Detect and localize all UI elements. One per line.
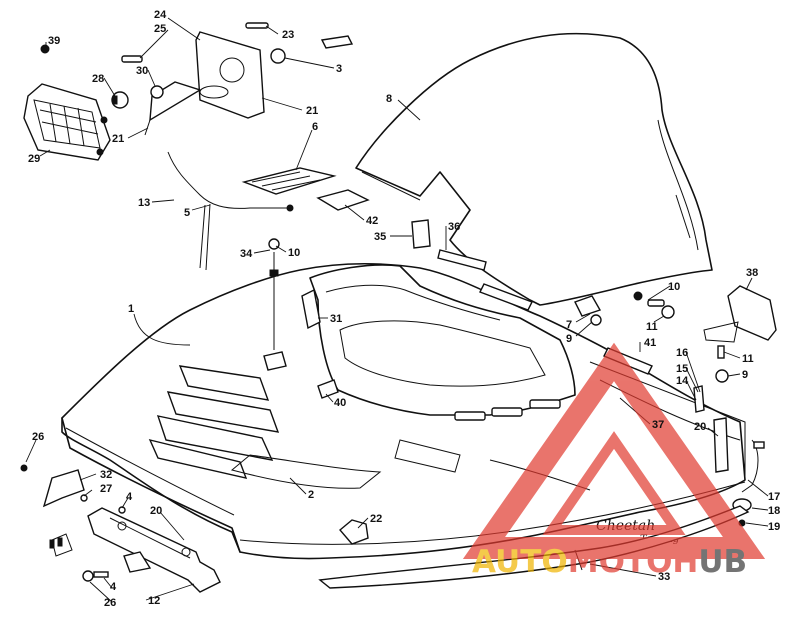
bumper-bracket-32 xyxy=(42,469,85,557)
callout-27: 27 xyxy=(100,483,112,495)
automotohub-watermark: AUTOMOTOHUB xyxy=(462,342,766,580)
callout-14: 14 xyxy=(676,375,689,387)
callout-26-top: 26 xyxy=(32,431,44,443)
plate-42 xyxy=(316,189,370,211)
decal-plate-6 xyxy=(241,167,337,195)
callout-10-top: 10 xyxy=(288,247,300,259)
callout-15: 15 xyxy=(676,363,688,375)
bumper-bar-12 xyxy=(87,507,221,593)
callout-9-right: 9 xyxy=(742,369,748,381)
bolts-top xyxy=(40,22,354,64)
leader-lines xyxy=(25,17,769,603)
callout-23: 23 xyxy=(282,29,294,41)
mirror xyxy=(703,285,777,343)
callout-28: 28 xyxy=(92,73,104,85)
callout-26-bottom: 26 xyxy=(104,597,116,609)
callout-12: 12 xyxy=(148,595,160,607)
callout-7: 7 xyxy=(566,319,572,331)
callout-42: 42 xyxy=(366,215,378,227)
callout-6: 6 xyxy=(312,121,318,133)
plate-35 xyxy=(411,219,431,249)
callout-labels: 24 25 23 39 28 30 3 21 21 29 6 8 13 5 42… xyxy=(28,9,780,609)
callout-36: 36 xyxy=(448,221,460,233)
bolts-left xyxy=(20,464,126,582)
hardware-right xyxy=(574,291,765,527)
callout-33: 33 xyxy=(658,571,670,583)
callout-29: 29 xyxy=(28,153,40,165)
callout-18: 18 xyxy=(768,505,780,517)
callout-16: 16 xyxy=(676,347,688,359)
watermark-inner-icon xyxy=(542,431,686,535)
watermark-triangle-icon xyxy=(462,342,766,559)
callout-41: 41 xyxy=(644,337,656,349)
callout-11-center: 11 xyxy=(646,321,658,333)
callout-3: 3 xyxy=(336,63,342,75)
callout-17: 17 xyxy=(768,491,780,503)
callout-39: 39 xyxy=(48,35,60,47)
hood-hardware-center xyxy=(263,238,339,399)
callout-1: 1 xyxy=(128,303,134,315)
callout-30: 30 xyxy=(136,65,148,77)
callout-20-left: 20 xyxy=(150,505,162,517)
callout-5: 5 xyxy=(184,207,190,219)
watermark-text: AUTOMOTOHUB xyxy=(472,544,747,580)
callout-4-bottom: 4 xyxy=(110,581,117,593)
callout-2: 2 xyxy=(308,489,314,501)
callout-4-top: 4 xyxy=(126,491,133,503)
callout-9-center: 9 xyxy=(566,333,572,345)
headlight-bracket xyxy=(144,31,265,136)
callout-21-left: 21 xyxy=(112,133,124,145)
callout-13: 13 xyxy=(138,197,150,209)
callout-10-right: 10 xyxy=(668,281,680,293)
hood xyxy=(61,262,746,560)
callout-31: 31 xyxy=(330,313,342,325)
callout-22: 22 xyxy=(370,513,382,525)
strip-36 xyxy=(437,249,487,271)
callout-25: 25 xyxy=(154,23,166,35)
callout-38: 38 xyxy=(746,267,758,279)
callout-11-right: 11 xyxy=(742,353,754,365)
strip-7 xyxy=(479,283,533,311)
callout-19: 19 xyxy=(768,521,780,533)
wire-harness xyxy=(167,151,294,271)
callout-37: 37 xyxy=(652,419,664,431)
callout-34: 34 xyxy=(240,248,253,260)
callout-40: 40 xyxy=(334,397,346,409)
windshield xyxy=(355,32,713,306)
callout-24: 24 xyxy=(154,9,167,21)
callout-20-right: 20 xyxy=(694,421,706,433)
callout-32: 32 xyxy=(100,469,112,481)
callout-8: 8 xyxy=(386,93,392,105)
headlight-assembly xyxy=(23,83,111,161)
callout-21-right: 21 xyxy=(306,105,318,117)
decal-22 xyxy=(339,519,369,545)
callout-35: 35 xyxy=(374,231,386,243)
